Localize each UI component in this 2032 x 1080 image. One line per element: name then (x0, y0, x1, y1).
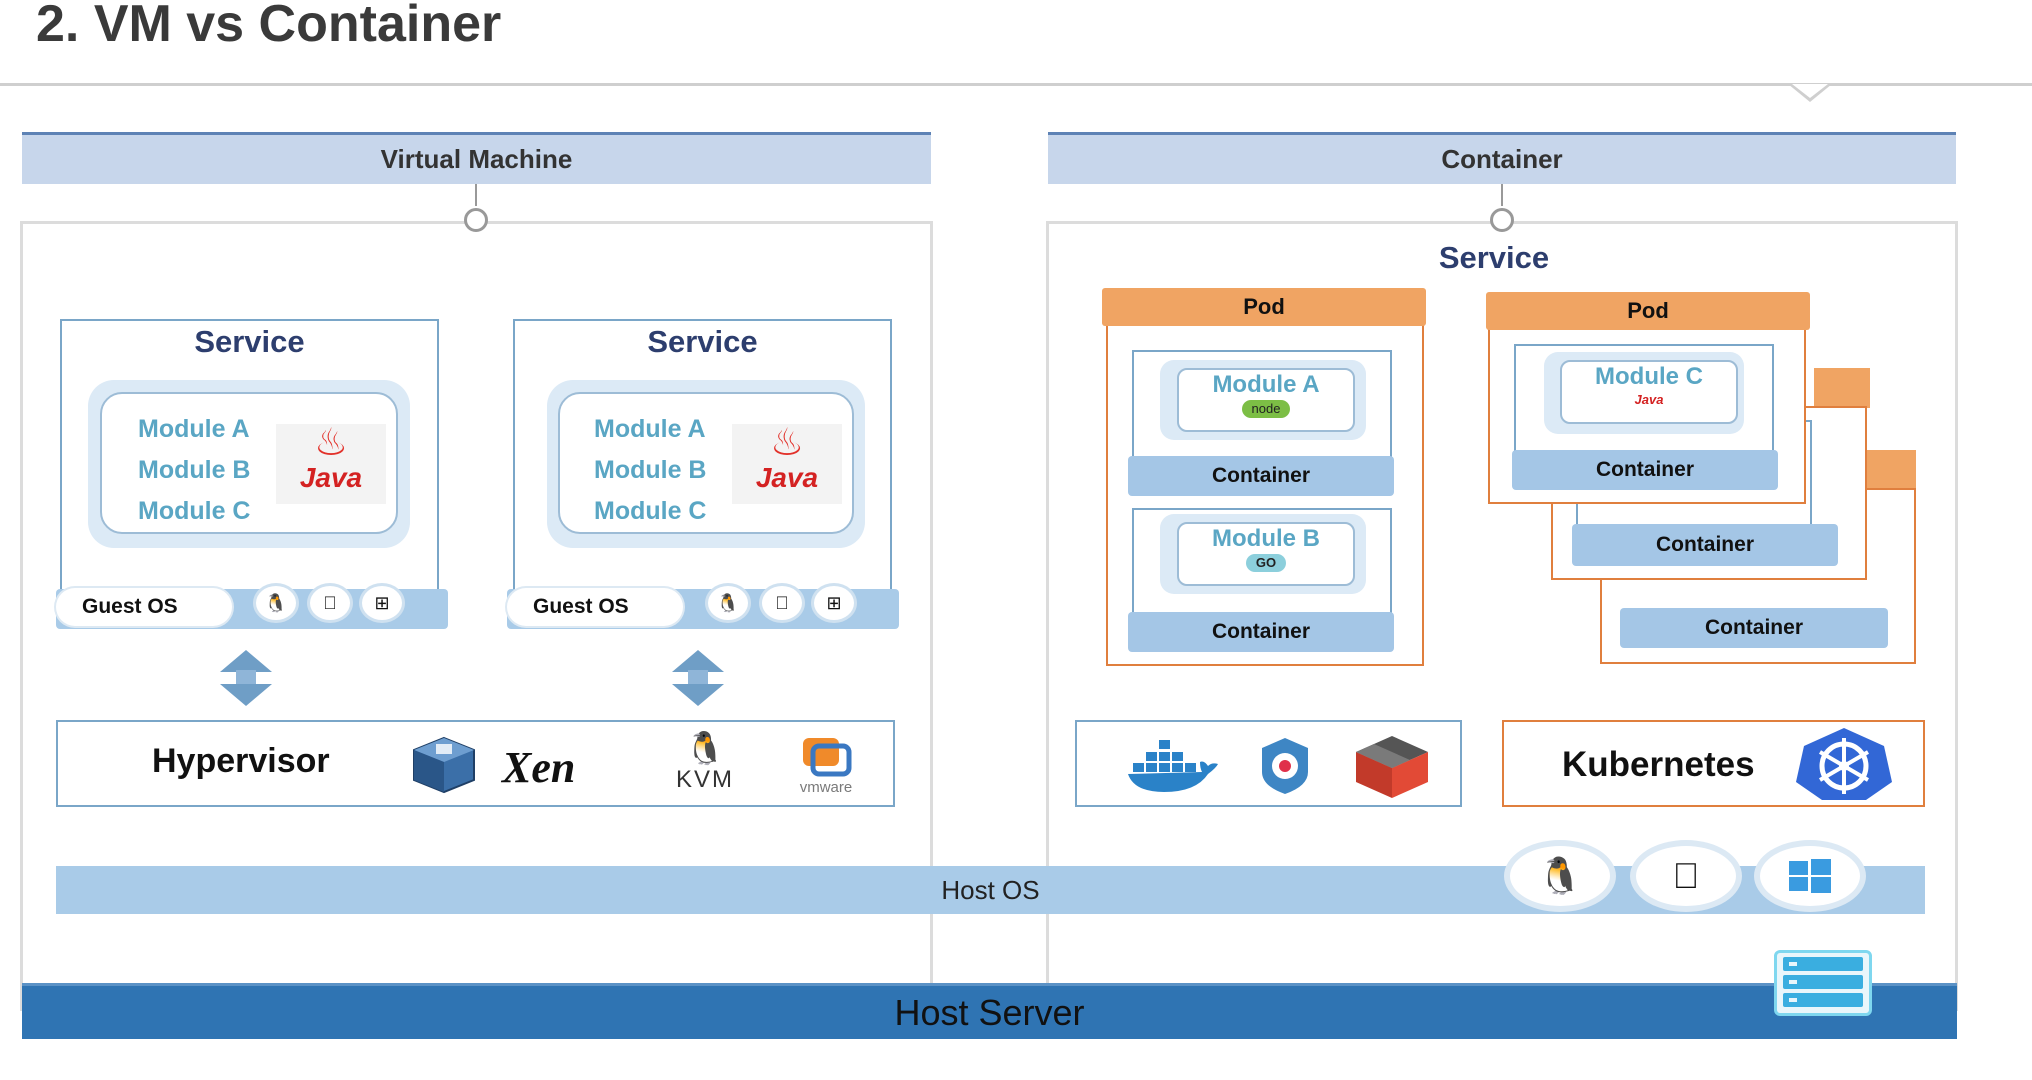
title-divider (0, 83, 2032, 86)
apple-icon:  (310, 586, 350, 620)
vm-header: Virtual Machine (22, 132, 931, 184)
windows-icon: ⊞ (814, 586, 854, 620)
module-box: Module B GO (1177, 522, 1355, 586)
module-box: Module A node (1177, 368, 1355, 432)
docker-icon (1124, 734, 1220, 796)
module-c: Module C (138, 497, 251, 525)
guest-os-label: Guest OS (507, 588, 683, 626)
virtualbox-icon (408, 734, 480, 796)
tux-icon: 🐧 (685, 730, 725, 766)
gopher-logo: GO (1245, 554, 1287, 572)
module-a: Module A (594, 415, 706, 443)
module-box: Module C Java (1560, 360, 1738, 424)
module-b: Module B (1212, 525, 1320, 552)
container-label: Container (1620, 608, 1888, 648)
apple-icon:  (762, 586, 802, 620)
kubernetes-label: Kubernetes (1562, 745, 1755, 784)
vmware-logo: vmware (786, 734, 866, 802)
java-logo: ♨ Java (276, 424, 386, 504)
nodejs-logo: node (1241, 400, 1291, 418)
guest-os-label: Guest OS (56, 588, 232, 626)
linux-icon: 🐧 (256, 586, 296, 620)
linux-icon: 🐧 (1510, 846, 1610, 906)
service-label: Service (194, 324, 305, 359)
page-title: 2. VM vs Container (36, 0, 502, 53)
container-connector (1490, 208, 1514, 232)
java-cup-icon: ♨ (769, 422, 805, 464)
host-os-bar: Host OS (56, 866, 1925, 914)
pod-header: Pod (1102, 288, 1426, 326)
module-a: Module A (138, 415, 250, 443)
container-label: Container (1512, 450, 1778, 490)
xen-logo: Xen (502, 743, 576, 792)
kvm-logo: 🐧 KVM (664, 730, 746, 804)
module-b: Module B (594, 456, 707, 484)
container-label: Container (1128, 612, 1394, 652)
module-c: Module C (594, 497, 707, 525)
server-icon (1774, 950, 1872, 1016)
module-c: Module C (1595, 363, 1703, 390)
container-service-label: Service (1438, 240, 1550, 275)
windows-icon: ⊞ (362, 586, 402, 620)
pod-header: Pod (1486, 292, 1810, 330)
module-b: Module B (138, 456, 251, 484)
kubernetes-icon (1794, 726, 1894, 802)
java-logo: Java (1634, 392, 1664, 407)
java-logo: ♨ Java (732, 424, 842, 504)
module-list: Module A Module B Module C (594, 409, 707, 532)
container-label: Container (1572, 524, 1838, 566)
host-server-bar: Host Server (22, 983, 1957, 1039)
container-label: Container (1128, 456, 1394, 496)
container-header: Container (1048, 132, 1956, 184)
double-arrow-icon (220, 650, 272, 706)
hypervisor-box (56, 720, 895, 807)
windows-icon (1760, 846, 1860, 906)
vm-connector (464, 208, 488, 232)
rkt-icon (1254, 734, 1316, 798)
lxc-icon (1352, 732, 1432, 802)
linux-icon: 🐧 (708, 586, 748, 620)
double-arrow-icon (672, 650, 724, 706)
apple-icon:  (1636, 846, 1736, 906)
module-a: Module A (1212, 371, 1320, 398)
service-label: Service (647, 324, 758, 359)
java-cup-icon: ♨ (313, 422, 349, 464)
hypervisor-label: Hypervisor (152, 742, 330, 780)
module-list: Module A Module B Module C (138, 409, 251, 532)
